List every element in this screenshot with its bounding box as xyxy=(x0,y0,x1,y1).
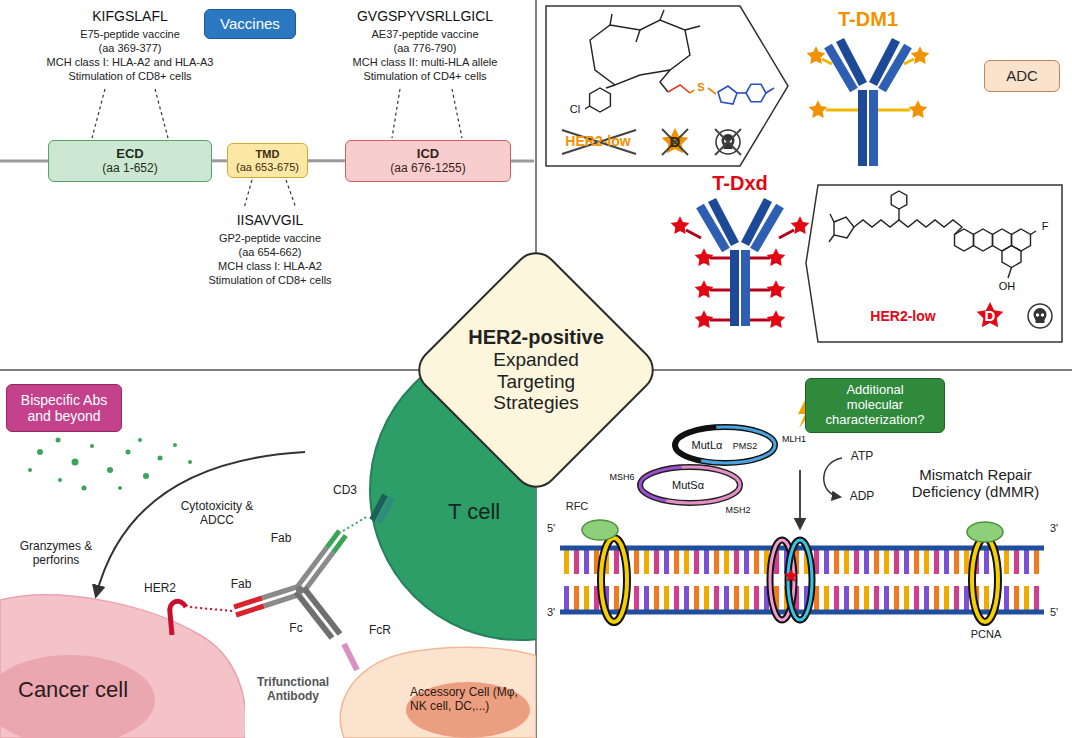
tdm1-panel xyxy=(546,6,788,166)
residue-range: (aa 776-790) xyxy=(320,42,530,55)
protein-label: MSH6 xyxy=(606,472,638,482)
vaccine-name: E75-peptide vaccine xyxy=(30,28,230,41)
fragment-label: Fc xyxy=(286,622,306,636)
molecule-label: ADP xyxy=(846,490,878,504)
node-text: Vaccines xyxy=(220,15,280,32)
protein-label: PMS2 xyxy=(730,441,760,451)
node-text: Bispecific Abs and beyond xyxy=(15,392,113,424)
antibody-label: Trifunctional Antibody xyxy=(250,676,336,704)
node-text: (aa 653-675) xyxy=(236,161,299,174)
node-text: Expanded Targeting Strategies xyxy=(474,349,598,415)
cell-response: Stimulation of CD4+ cells xyxy=(320,70,530,83)
domain-box: ICD(aa 676-1255) xyxy=(345,140,511,182)
complex-label: MutLα xyxy=(688,439,726,452)
node-text: ICD xyxy=(417,147,439,162)
node-text: ECD xyxy=(116,147,143,162)
strand-end: 3' xyxy=(544,606,558,619)
backbone-connector xyxy=(308,159,345,162)
node-text: (aa 676-1255) xyxy=(390,162,465,176)
process-label: Mismatch Repair Deficiency (dMMR) xyxy=(888,466,1063,501)
target-level: HER2-low xyxy=(553,133,643,149)
epitope-sequence: IISAVVGIL xyxy=(170,212,370,228)
target-level: HER2-low xyxy=(858,308,948,324)
cytotoxic-granules xyxy=(28,438,192,491)
vaccine-name: GP2-peptide vaccine xyxy=(170,232,370,245)
payload-mark: D xyxy=(660,133,690,150)
node-text: TMD xyxy=(256,148,280,161)
accessory-cell: Accessory Cell (Mφ, NK cell, DC,...) xyxy=(330,640,536,738)
section-tag: Bispecific Abs and beyond xyxy=(6,384,122,432)
mhc-class: MCH class II: multi-HLA allele xyxy=(320,56,530,69)
section-tag: ADC xyxy=(984,60,1060,92)
tdxd-antibody xyxy=(671,200,810,328)
atom-label: Cl xyxy=(566,103,584,116)
drug-name: T-DM1 xyxy=(823,8,913,31)
central-diamond: HER2-positiveExpanded Targeting Strategi… xyxy=(410,244,662,496)
node-text: (aa 1-652) xyxy=(102,162,157,176)
epitope-sequence: GVGSPYVSRLLGICL xyxy=(320,8,530,24)
strand-end: 5' xyxy=(544,522,558,535)
drug-name: T-Dxd xyxy=(690,172,790,195)
fragment-label: Fab xyxy=(266,532,296,546)
node-text: T cell xyxy=(448,499,500,524)
node-text: Accessory Cell (Mφ, NK cell, DC,...) xyxy=(410,686,530,714)
atom-label: OH xyxy=(995,280,1019,293)
vaccine-name: AE37-peptide vaccine xyxy=(320,28,530,41)
node-text: Additional molecular characterization? xyxy=(819,383,931,428)
protein-label: MSH2 xyxy=(722,505,754,515)
epitope-sequence: KIFGSLAFL xyxy=(30,8,230,24)
strand-end: 5' xyxy=(1046,606,1062,619)
receptor-label: CD3 xyxy=(328,484,362,498)
residue-range: (aa 654-662) xyxy=(170,246,370,259)
section-tag: Vaccines xyxy=(204,9,296,39)
mechanism-label: Cytotoxicity & ADCC xyxy=(172,500,262,528)
backbone-connector xyxy=(212,159,227,162)
protein-label: MLH1 xyxy=(778,434,810,444)
mhc-class: MCH class I: HLA-A2 xyxy=(170,260,370,273)
mechanism-label: Granzymes & perforins xyxy=(10,540,102,568)
tdxd-panel xyxy=(806,185,1062,342)
receptor-label: FcR xyxy=(364,624,396,638)
tdm1-antibody xyxy=(807,40,930,166)
strand-end: 3' xyxy=(1046,522,1062,535)
node-text: HER2-positive xyxy=(468,326,604,349)
receptor-label: HER2 xyxy=(140,582,180,596)
section-tag: Additional molecular characterization? xyxy=(805,378,945,433)
atom-label: F xyxy=(1037,220,1053,233)
complex-label: MutSα xyxy=(668,479,708,492)
molecule-label: ATP xyxy=(846,450,878,464)
fragment-label: Fab xyxy=(226,578,256,592)
release-arrow xyxy=(96,452,305,596)
node-text: Cancer cell xyxy=(18,677,128,702)
protein-label: RFC xyxy=(562,500,592,513)
domain-box: ECD(aa 1-652) xyxy=(48,140,212,182)
cell-response: Stimulation of CD8+ cells xyxy=(30,70,230,83)
node-text: ADC xyxy=(1006,67,1038,84)
cell-response: Stimulation of CD8+ cells xyxy=(170,274,370,287)
residue-range: (aa 369-377) xyxy=(30,42,230,55)
dna-duplex xyxy=(560,520,1044,622)
domain-box: TMD(aa 653-675) xyxy=(227,143,308,178)
cancer-cell: Cancer cell xyxy=(0,585,245,738)
trifunctional-antibody xyxy=(190,516,368,638)
atom-label: S xyxy=(695,81,707,94)
mhc-class: MCH class I: HLA-A2 and HLA-A3 xyxy=(30,56,230,69)
payload-mark: D xyxy=(975,307,1005,324)
protein-label: PCNA xyxy=(966,628,1006,641)
